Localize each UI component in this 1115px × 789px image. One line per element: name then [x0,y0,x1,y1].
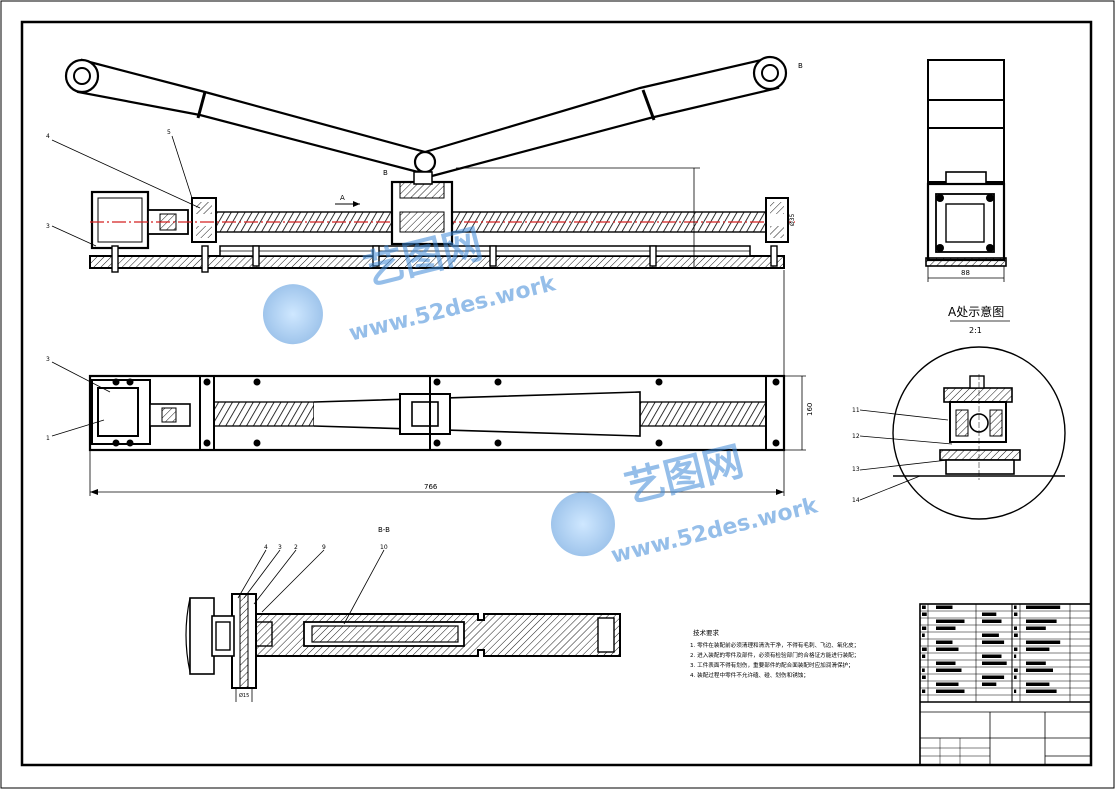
tech-item-3: 3. 工件表面不得有划伤，重要部件的配合面装配时应加润滑保护； [690,661,854,669]
part-num-sec-5: 10 [380,544,388,551]
part-num-front-2: 5 [167,129,171,136]
label-a-arrow: A [340,194,345,202]
part-num-sec-2: 3 [278,544,282,551]
right-arm [423,55,788,178]
title-block-text-placeholder [922,668,925,672]
base-bolts [111,245,778,273]
title-block-text-placeholder [936,689,965,693]
part-num-sec-1: 4 [264,544,268,551]
title-block-text-placeholder [982,619,1002,623]
top-screw-left [213,401,315,427]
front-view: B B Ø35 [46,55,803,273]
title-block-text-placeholder [936,640,953,644]
tech-title: 技术要求 [693,628,720,637]
title-block-text-placeholder [1026,682,1050,686]
title-block-text-placeholder [982,633,999,637]
title-block-text-placeholder [936,619,965,623]
title-block-text-placeholder [1026,689,1057,693]
title-block-text-placeholder [1014,612,1018,616]
title-block-text-placeholder [1026,626,1046,630]
part-num-front-1: 4 [46,133,50,140]
left-arm [64,58,427,174]
title-block-text-placeholder [982,675,1005,679]
dim-small: Ø15 [239,692,249,699]
end-view: 88 [925,59,1007,282]
dim-endview: 88 [961,269,970,277]
section-bb: B-B Ø15 4 3 2 9 10 [185,526,621,702]
label-b-pivot: B [383,169,388,177]
title-block-text-placeholder [922,605,926,609]
title-block-text-placeholder [936,668,962,672]
part-num-top-1: 3 [46,356,50,363]
dim-bottom: 766 [424,483,438,491]
title-block-text-placeholder [1014,668,1018,672]
title-block-text-placeholder [936,647,959,651]
top-view: 160 766 3 1 [46,270,814,496]
title-block-text-placeholder [936,605,953,609]
title-block-text-placeholder [1026,619,1057,623]
detail-a: A处示意图 2:1 11 12 13 14 [852,304,1066,520]
part-num-detail-2: 12 [852,433,860,440]
part-num-top-2: 1 [46,435,50,442]
title-block-text-placeholder [1014,647,1018,651]
part-num-detail-4: 14 [852,497,860,504]
title-block-text-placeholder [982,682,997,686]
part-num-front-3: 3 [46,223,50,230]
part-num-sec-4: 9 [322,544,326,551]
dim-bolt: Ø35 [789,213,796,226]
title-block-text-placeholder [1026,647,1050,651]
detail-scale: 2:1 [969,326,982,335]
title-block-text-placeholder [1026,605,1061,609]
title-block-text-placeholder [922,689,926,693]
title-block-text-placeholder [982,654,1002,658]
title-block-text-placeholder [1014,675,1017,679]
motor-body [90,190,150,250]
title-block-text-placeholder [1014,689,1017,693]
drawing-border [20,20,1093,767]
part-num-detail-3: 13 [852,466,860,473]
technical-requirements: 技术要求 1. 零件在装配前必须清理和清洗干净，不得有毛刺、飞边、氧化皮； 2.… [690,628,859,679]
title-block-text-placeholder [936,661,956,665]
tech-item-2: 2. 进入装配的零件及部件，必须有检验部门的合格证方能进行装配； [690,651,859,659]
part-num-detail-1: 11 [852,407,860,414]
top-screw-right [639,401,767,427]
title-block-text-placeholder [922,626,927,630]
tech-item-4: 4. 装配过程中零件不允许磕、碰、划伤和锈蚀； [690,671,809,679]
title-block-text-placeholder [1026,668,1053,672]
title-block [919,603,1092,766]
title-block-text-placeholder [922,633,925,637]
title-block-text-placeholder [922,675,926,679]
title-block-text-placeholder [982,661,1007,665]
title-block-text-placeholder [1014,654,1017,658]
tech-item-1: 1. 零件在装配前必须清理和清洗干净，不得有毛刺、飞边、氧化皮； [690,641,859,649]
part-num-sec-3: 2 [294,544,298,551]
title-block-text-placeholder [1026,661,1046,665]
title-block-text-placeholder [922,612,927,616]
title-block-text-placeholder [922,654,926,658]
title-block-text-placeholder [982,612,997,616]
section-title: B-B [378,526,390,534]
label-b-top: B [798,62,803,70]
title-block-text-placeholder [1014,633,1018,637]
top-view-bolts [112,378,780,447]
title-block-text-placeholder [936,682,959,686]
detail-title: A处示意图 [948,304,1004,319]
title-block-text-placeholder [922,647,927,651]
dim-side: 160 [806,403,814,416]
title-block-text-placeholder [982,640,1005,644]
title-block-text-placeholder [1014,626,1017,630]
front-leaders [51,135,201,247]
title-block-text-placeholder [1026,640,1061,644]
title-block-text-placeholder [1014,605,1017,609]
pivot-joint [413,150,437,174]
title-block-text-placeholder [936,626,956,630]
